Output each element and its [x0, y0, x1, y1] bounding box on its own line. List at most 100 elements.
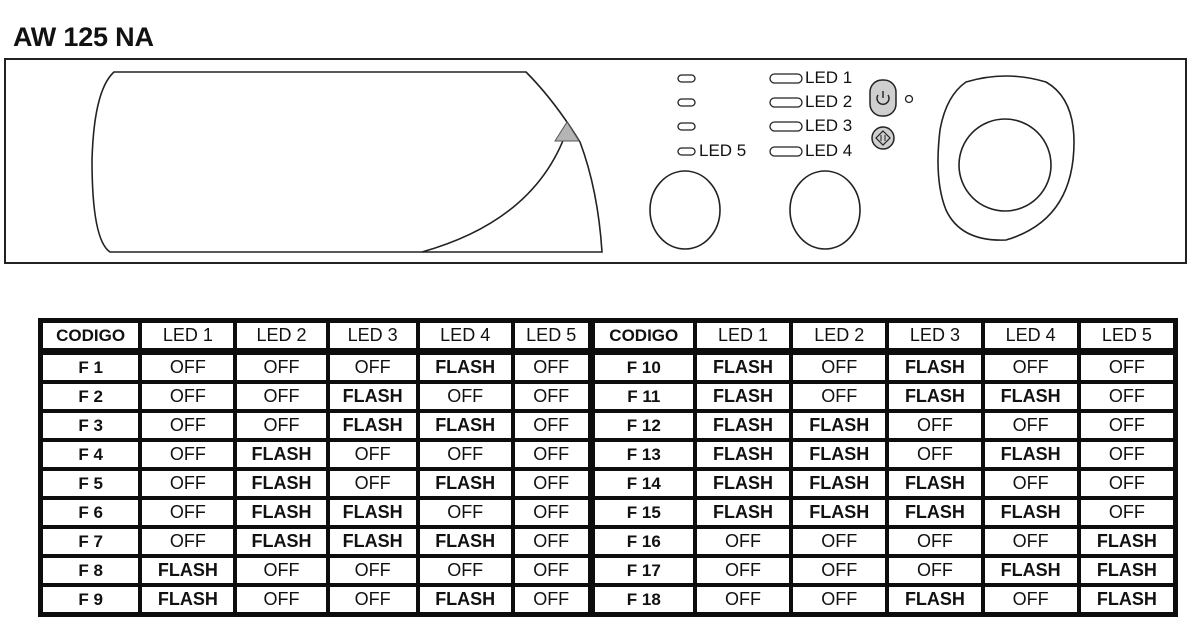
led-state-cell: FLASH: [887, 382, 983, 411]
led-indicator: [677, 98, 696, 107]
led-state-cell: OFF: [327, 585, 418, 614]
led-state-cell: OFF: [791, 353, 888, 382]
error-code-cell: F 12: [592, 411, 695, 440]
column-header: LED 3: [887, 321, 983, 353]
led-state-cell: FLASH: [982, 498, 1079, 527]
column-header: LED 2: [791, 321, 888, 353]
led-state-cell: OFF: [417, 382, 513, 411]
error-code-cell: F 14: [592, 469, 695, 498]
led-state-cell: FLASH: [694, 411, 792, 440]
led-state-cell: FLASH: [1078, 527, 1175, 556]
led-state-cell: FLASH: [694, 353, 792, 382]
led-state-cell: OFF: [791, 585, 888, 614]
column-header: LED 5: [512, 321, 593, 353]
led-state-cell: FLASH: [417, 585, 513, 614]
led-state-cell: FLASH: [417, 469, 513, 498]
led-state-cell: FLASH: [417, 411, 513, 440]
led-indicator: [677, 147, 696, 156]
led-state-cell: FLASH: [1078, 585, 1175, 614]
led-state-cell: FLASH: [694, 382, 792, 411]
control-panel-diagram: LED 5 LED 1 LED 2 LED 3 LED 4: [4, 58, 1187, 264]
led-state-cell: OFF: [694, 585, 792, 614]
led-state-cell: FLASH: [791, 440, 888, 469]
led-state-cell: FLASH: [982, 382, 1079, 411]
error-code-cell: F 2: [41, 382, 141, 411]
left-led-column: [677, 74, 696, 156]
led-state-cell: OFF: [887, 527, 983, 556]
led-state-cell: FLASH: [887, 498, 983, 527]
error-code-cell: F 15: [592, 498, 695, 527]
led-state-cell: FLASH: [1078, 556, 1175, 585]
column-header: CODIGO: [592, 321, 695, 353]
power-indicator-led: [904, 94, 914, 104]
led-indicator: [769, 73, 803, 84]
led-state-cell: OFF: [512, 469, 593, 498]
led-state-cell: FLASH: [887, 585, 983, 614]
led-indicator: [769, 146, 803, 157]
selector-knob-right: [789, 170, 861, 250]
display-arc: [421, 129, 568, 253]
led-state-cell: OFF: [512, 382, 593, 411]
led-state-cell: OFF: [235, 353, 328, 382]
error-code-cell: F 13: [592, 440, 695, 469]
led-indicator: [769, 121, 803, 132]
led-state-cell: OFF: [512, 556, 593, 585]
led-state-cell: OFF: [512, 498, 593, 527]
error-code-cell: F 16: [592, 527, 695, 556]
led-state-cell: OFF: [140, 353, 236, 382]
error-code-table: CODIGO LED 1 LED 2 LED 3 LED 4 LED 5 COD…: [38, 318, 1178, 617]
led-state-cell: OFF: [235, 411, 328, 440]
error-code-cell: F 17: [592, 556, 695, 585]
led-state-cell: FLASH: [694, 440, 792, 469]
led-state-cell: OFF: [1078, 498, 1175, 527]
selector-knob-left: [649, 170, 721, 250]
led-state-cell: OFF: [140, 527, 236, 556]
led-state-cell: FLASH: [140, 556, 236, 585]
led-state-cell: OFF: [982, 353, 1079, 382]
led-state-cell: FLASH: [235, 527, 328, 556]
led-indicator: [769, 97, 803, 108]
display-marker: [554, 121, 580, 142]
power-icon: [869, 79, 897, 117]
led-state-cell: OFF: [1078, 469, 1175, 498]
led-state-cell: OFF: [327, 469, 418, 498]
column-header: LED 4: [417, 321, 513, 353]
led-state-cell: OFF: [887, 556, 983, 585]
led-state-cell: OFF: [235, 382, 328, 411]
program-dial-inner: [958, 118, 1052, 212]
led-label: LED 1: [805, 68, 853, 87]
error-code-cell: F 18: [592, 585, 695, 614]
column-header: LED 1: [694, 321, 792, 353]
column-header: LED 5: [1078, 321, 1175, 353]
led-state-cell: OFF: [417, 556, 513, 585]
column-header: LED 3: [327, 321, 418, 353]
led-state-cell: FLASH: [327, 498, 418, 527]
led-state-cell: OFF: [694, 556, 792, 585]
error-code-cell: F 7: [41, 527, 141, 556]
led-state-cell: OFF: [235, 556, 328, 585]
led-state-cell: OFF: [512, 411, 593, 440]
led-state-cell: OFF: [791, 556, 888, 585]
led-state-cell: FLASH: [791, 469, 888, 498]
page-title: AW 125 NA: [13, 22, 154, 52]
led-state-cell: FLASH: [791, 411, 888, 440]
error-code-cell: F 1: [41, 353, 141, 382]
led-state-cell: OFF: [140, 440, 236, 469]
led-state-cell: FLASH: [327, 382, 418, 411]
led-state-cell: OFF: [1078, 440, 1175, 469]
led-state-cell: FLASH: [140, 585, 236, 614]
led-state-cell: FLASH: [982, 556, 1079, 585]
led-state-cell: OFF: [982, 411, 1079, 440]
led-state-cell: OFF: [1078, 411, 1175, 440]
led-state-cell: OFF: [982, 527, 1079, 556]
error-code-cell: F 11: [592, 382, 695, 411]
led-state-cell: OFF: [140, 382, 236, 411]
led-state-cell: FLASH: [327, 411, 418, 440]
led-state-cell: OFF: [512, 585, 593, 614]
led-state-cell: OFF: [327, 440, 418, 469]
error-code-cell: F 6: [41, 498, 141, 527]
